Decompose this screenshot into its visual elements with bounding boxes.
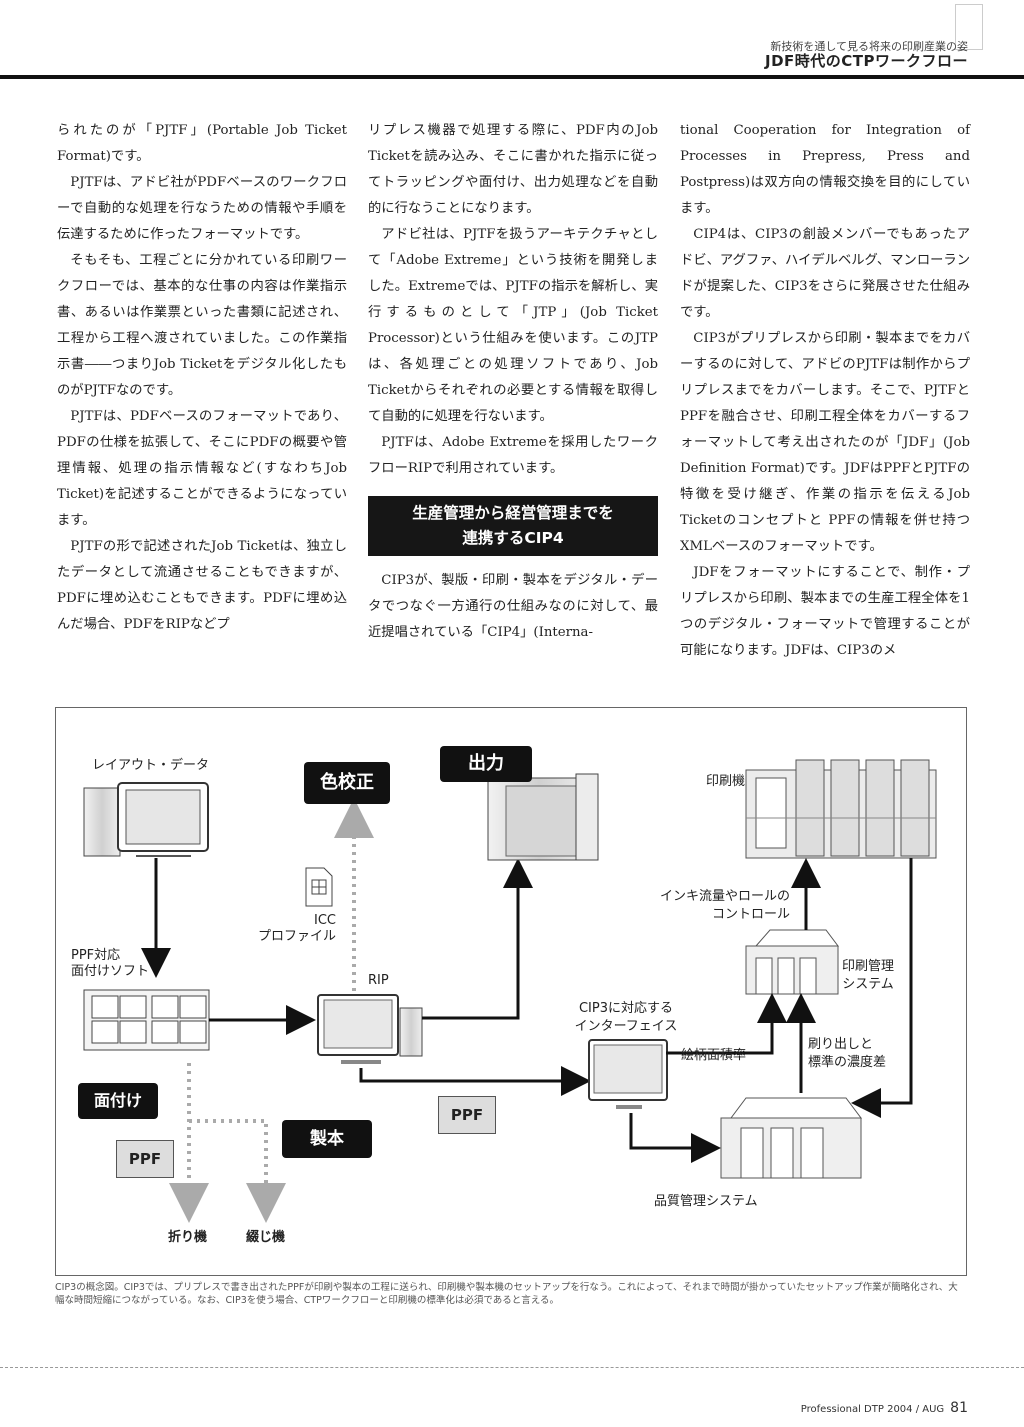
paragraph: JDFをフォーマットにすることで、制作・プリプレスから印刷、製本までの生産工程全…: [680, 565, 970, 658]
paragraph: PJTFは、PDFベースのフォーマットであり、PDFの仕様を拡張して、そこにPD…: [57, 409, 347, 528]
paragraph: CIP3がプリプレスから印刷・製本までをカバーするのに対して、アドビのPJTFは…: [680, 331, 970, 554]
arrow-rip-to-output: [422, 858, 533, 1020]
paragraph: PJTFは、Adobe Extremeを採用したワークフローRIPで利用されてい…: [368, 435, 658, 476]
corner-mark: [955, 4, 983, 50]
paragraph: られたのが「PJTF」(Portable Job Ticket Format)で…: [57, 123, 347, 164]
section-heading-line2: 連携するCIP4: [462, 529, 564, 547]
output-device-icon: [487, 773, 599, 861]
label-cip3-interface: CIP3に対応する インターフェイス: [566, 1000, 686, 1036]
label-ink: インキ流量やロールの コントロール: [650, 888, 790, 924]
arrow-interface-to-mgmt: [666, 993, 787, 1055]
interface-monitor-icon: [588, 1039, 668, 1109]
quality-management-icon: [720, 1097, 862, 1179]
paragraph: PJTFは、アドビ社がPDFベースのワークフローで自動的な処理を行なうための情報…: [57, 175, 347, 242]
layout-computer-icon: [83, 782, 209, 857]
imposition-sheet-icon: [83, 989, 210, 1051]
label-quality-mgmt: 品質管理システム: [654, 1194, 758, 1209]
label-rip: RIP: [368, 973, 389, 988]
label-layout-data: レイアウト・データ: [92, 758, 210, 773]
paragraph: CIP4は、CIP3の創設メンバーでもあったアドビ、アグファ、ハイデルベルグ、マ…: [680, 227, 971, 320]
paragraph: そもそも、工程ごとに分かれている印刷ワークフローでは、基本的な仕事の内容は作業指…: [57, 253, 347, 398]
text-column-3: tional Cooperation for Integration of Pr…: [680, 118, 970, 664]
label-print-mgmt: 印刷管理 システム: [838, 958, 898, 994]
paragraph: アドビ社は、PJTFを扱うアーキテクチャとして「Adobe Extreme」とい…: [368, 227, 658, 424]
print-management-icon: [745, 929, 839, 995]
paragraph: リプレス機器で処理する際に、PDF内のJob Ticketを読み込み、そこに書か…: [368, 123, 658, 216]
page-number: 81: [950, 1400, 968, 1416]
section-heading-line1: 生産管理から経営管理までを: [412, 504, 614, 522]
footer-rule: [0, 1367, 1024, 1368]
figure-caption: CIP3の概念図。CIP3では、プリプレスで書き出されたPPFが印刷や製本の工程…: [55, 1282, 958, 1306]
label-binder: 綴じ機: [246, 1230, 286, 1245]
paragraph: PJTFの形で記述されたJob Ticketは、独立したデータとして流通させるこ…: [57, 539, 347, 632]
label-density-line2: 標準の濃度差: [808, 1055, 887, 1070]
dotted-to-binder: [189, 1119, 286, 1223]
label-proof: 色校正: [304, 762, 390, 804]
paragraph: CIP3が、製版・印刷・製本をデジタル・データでつなぐ一方通行の仕組みなのに対し…: [368, 573, 658, 640]
arrow-interface-to-quality: [629, 1113, 721, 1163]
text-column-1: られたのが「PJTF」(Portable Job Ticket Format)で…: [57, 118, 347, 638]
header-rule: [0, 75, 1024, 79]
arrow-press-to-quality: [851, 858, 913, 1118]
label-density-line1: 刷り出しと: [808, 1037, 874, 1052]
label-ppf-soft-line1: PPF対応: [71, 948, 121, 963]
paragraph: tional Cooperation for Integration of Pr…: [680, 123, 970, 216]
label-ppf-soft: PPF対応 面付けソフト: [71, 948, 149, 980]
text-column-2: リプレス機器で処理する際に、PDF内のJob Ticketを読み込み、そこに書か…: [368, 118, 658, 646]
printing-press-icon: [745, 759, 937, 859]
label-press: 印刷機: [706, 774, 746, 789]
diagram-graphics: [83, 759, 937, 1223]
label-menzuke: 面付け: [78, 1083, 158, 1119]
label-folder: 折り機: [168, 1230, 208, 1245]
label-ink-line1: インキ流量やロールの: [659, 889, 790, 904]
rip-computer-icon: [317, 994, 423, 1064]
ppf-box-2: PPF: [438, 1096, 496, 1134]
page-footer: Professional DTP 2004 / AUG 81: [700, 1400, 968, 1416]
magazine-name: Professional DTP 2004 / AUG: [800, 1404, 945, 1415]
label-print-mgmt-line2: システム: [842, 977, 894, 992]
label-cip3-if-line2: インターフェイス: [574, 1019, 678, 1034]
label-ppf-soft-line2: 面付けソフト: [71, 964, 150, 979]
label-density: 刷り出しと 標準の濃度差: [808, 1036, 886, 1072]
label-icc-line1: ICC: [314, 913, 336, 928]
icc-file-icon: [305, 867, 333, 907]
label-picture-ratio: 絵柄面積率: [681, 1048, 747, 1063]
ppf-box-1: PPF: [116, 1140, 174, 1178]
label-output: 出力: [440, 746, 532, 782]
section-heading: 生産管理から経営管理までを 連携するCIP4: [368, 496, 658, 556]
label-ink-line2: コントロール: [711, 907, 790, 922]
label-print-mgmt-line1: 印刷管理: [841, 959, 894, 974]
label-icc: ICC プロファイル: [256, 913, 336, 945]
label-cip3-if-line1: CIP3に対応する: [578, 1001, 674, 1016]
label-seihon: 製本: [282, 1120, 372, 1158]
header-subtitle: 新技術を通して見る将来の印刷産業の姿: [770, 40, 968, 53]
header-title: JDF時代のCTPワークフロー: [764, 52, 968, 70]
cip3-diagram: レイアウト・データ PPF対応 面付けソフト 面付け PPF 色校正 ICC プ…: [55, 707, 967, 1276]
label-icc-line2: プロファイル: [257, 929, 336, 944]
arrow-rip-to-interface: [359, 1066, 591, 1096]
